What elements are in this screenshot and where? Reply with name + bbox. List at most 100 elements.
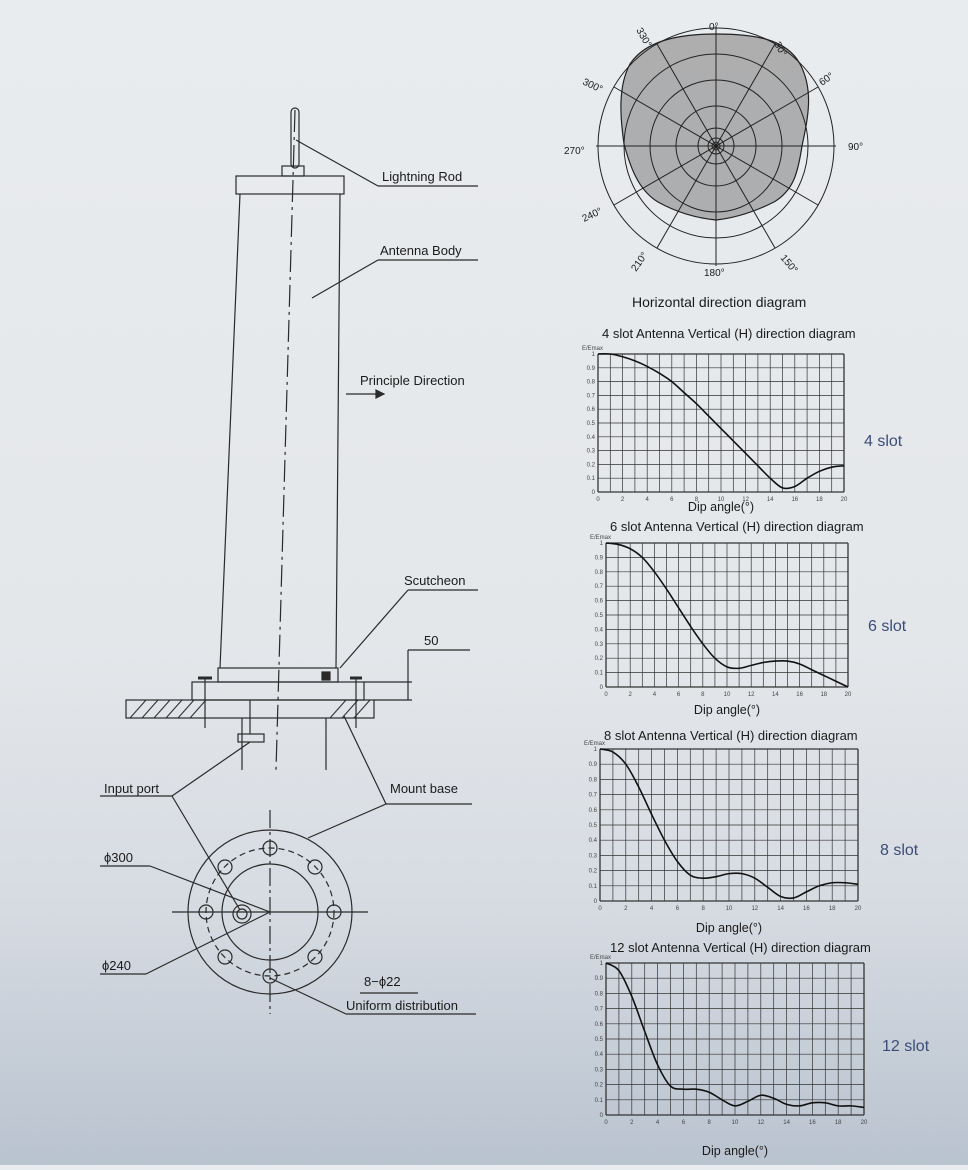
y-tick-label: 0.3 [595,642,604,648]
y-tick-label: 0.1 [587,476,596,482]
slot-label: 8 slot [880,842,919,859]
y-tick-label: 0.5 [587,421,596,427]
x-tick-label: 20 [855,906,862,912]
x-tick-label: 2 [629,692,633,698]
y-tick-label: 0.9 [587,366,596,372]
x-tick-label: 8 [701,692,705,698]
y-tick-label: 1 [594,747,598,753]
y-tick-label: 1 [592,352,596,358]
angle-180: 180° [704,268,725,279]
antenna-cap [235,175,345,195]
antenna-drawing [100,107,478,1015]
y-tick-label: 0.1 [595,1098,604,1104]
principle-direction-label: Principle Direction [360,373,465,388]
x-tick-label: 4 [653,692,657,698]
x-tick-label: 8 [702,906,706,912]
x-tick-label: 6 [682,1120,686,1126]
flange-plan-view [172,810,368,1014]
x-tick-label: 10 [726,906,733,912]
x-tick-label: 6 [670,497,674,503]
y-axis-label: E/Emax [584,741,605,747]
y-tick-label: 0.4 [595,627,604,633]
y-tick-label: 0.5 [595,1037,604,1043]
x-tick-label: 18 [816,497,823,503]
y-tick-label: 0.7 [589,793,598,799]
y-tick-label: 0.6 [595,599,604,605]
x-tick-label: 18 [829,906,836,912]
y-tick-label: 0.8 [595,991,604,997]
x-tick-label: 2 [621,497,625,503]
input-port [237,733,265,743]
x-tick-label: 10 [718,497,725,503]
y-tick-label: 0.9 [589,762,598,768]
y-tick-label: 0 [600,685,604,691]
direction-arrow [375,389,386,399]
polar-caption: Horizontal direction diagram [632,294,806,310]
chart-2: 6 slot Antenna Vertical (H) direction di… [590,519,907,717]
horizontal-polar-diagram [596,26,836,266]
y-tick-label: 0.1 [589,884,598,890]
dim-50-label: 50 [424,633,438,648]
x-tick-label: 4 [646,497,650,503]
antenna-body-label: Antenna Body [380,243,462,258]
x-tick-label: 20 [845,692,852,698]
x-tick-label: 10 [724,692,731,698]
y-tick-label: 0.3 [589,853,598,859]
y-tick-label: 0.6 [587,407,596,413]
y-tick-label: 0.3 [587,449,596,455]
y-axis-label: E/Emax [590,955,611,961]
y-tick-label: 0.2 [587,462,596,468]
x-tick-label: 0 [596,497,600,503]
x-axis-label: Dip angle(°) [702,1144,768,1158]
y-tick-label: 0 [600,1113,604,1119]
x-tick-label: 4 [656,1120,660,1126]
y-tick-label: 0.1 [595,671,604,677]
vertical-direction-charts: 4 slot Antenna Vertical (H) direction di… [582,326,930,1158]
chart-title: 12 slot Antenna Vertical (H) direction d… [610,940,871,955]
y-tick-label: 1 [600,961,604,967]
chart-1: 4 slot Antenna Vertical (H) direction di… [582,326,903,514]
holes-label: 8−ϕ22 [364,974,401,989]
x-tick-label: 12 [757,1120,764,1126]
chart-3: 8 slot Antenna Vertical (H) direction di… [584,728,919,935]
lightning-rod [290,107,300,169]
series-line [599,748,859,900]
chart-4: 12 slot Antenna Vertical (H) direction d… [590,940,930,1158]
y-tick-label: 0.8 [589,777,598,783]
y-tick-label: 0.5 [589,823,598,829]
centerline [275,109,296,771]
slot-label: 6 slot [868,618,907,635]
x-tick-label: 12 [748,692,755,698]
x-tick-label: 20 [841,497,848,503]
x-tick-label: 0 [604,692,608,698]
polar-grid [596,26,836,266]
x-tick-label: 0 [604,1120,608,1126]
angle-270: 270° [564,146,585,157]
y-tick-label: 1 [600,541,604,547]
x-tick-label: 10 [732,1120,739,1126]
x-tick-label: 14 [767,497,774,503]
y-tick-label: 0.2 [595,1083,604,1089]
x-tick-label: 4 [650,906,654,912]
x-tick-label: 16 [809,1120,816,1126]
x-axis-label: Dip angle(°) [696,921,762,935]
y-tick-label: 0.2 [589,869,598,875]
y-tick-label: 0.2 [595,656,604,662]
x-tick-label: 14 [777,906,784,912]
radiation-pattern [620,33,810,221]
x-tick-label: 14 [772,692,779,698]
chart-title: 6 slot Antenna Vertical (H) direction di… [610,519,864,534]
chart-title: 4 slot Antenna Vertical (H) direction di… [602,326,856,341]
angle-90: 90° [848,142,863,153]
phi240-label: ϕ240 [102,958,131,973]
y-tick-label: 0.6 [595,1022,604,1028]
y-tick-label: 0.6 [589,808,598,814]
series-line [605,542,849,688]
x-tick-label: 12 [742,497,749,503]
y-axis-label: E/Emax [590,535,611,541]
chart-title: 8 slot Antenna Vertical (H) direction di… [604,728,858,743]
port-hole [232,904,252,924]
x-tick-label: 18 [835,1120,842,1126]
y-tick-label: 0.7 [595,584,604,590]
